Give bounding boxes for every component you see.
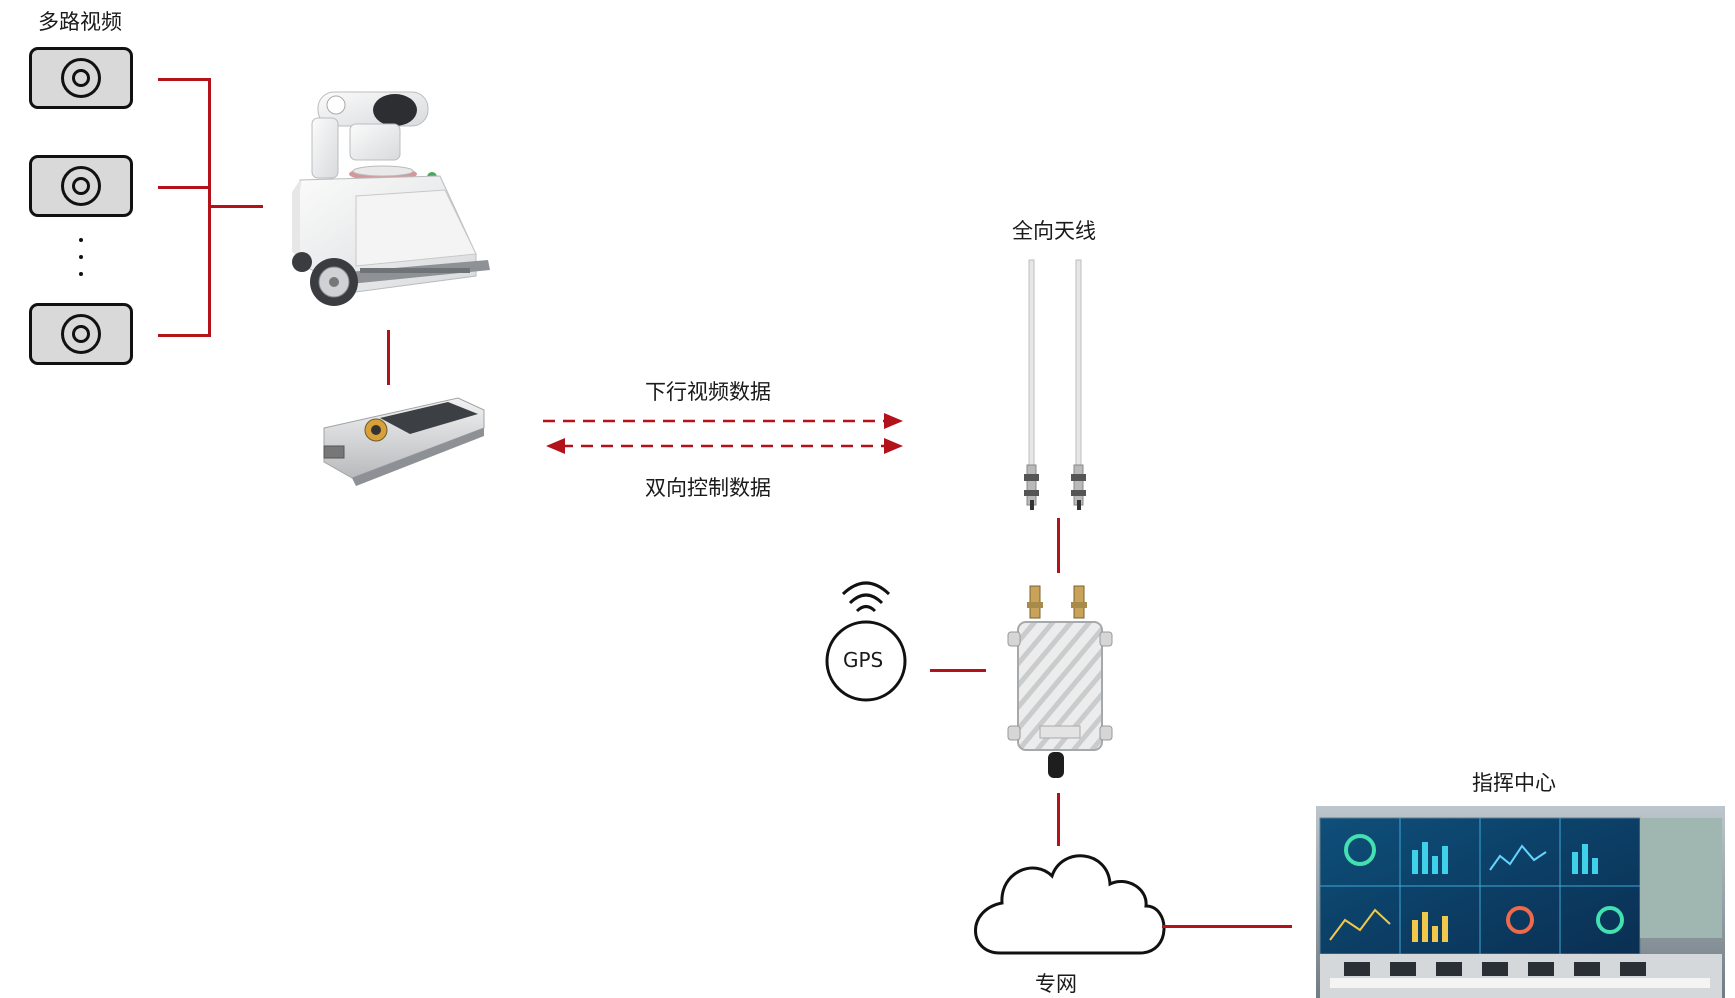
gps-station-line — [930, 669, 986, 672]
omni-antenna-label: 全向天线 — [1012, 219, 1096, 243]
camera-link-line — [158, 78, 211, 81]
camera-link-line — [158, 334, 211, 337]
robot-transmitter-line — [387, 330, 390, 385]
bidirectional-arrowhead-left — [546, 438, 565, 454]
camera-link-line — [158, 186, 211, 189]
gps-label: GPS — [843, 648, 884, 672]
private-network-label: 专网 — [1035, 972, 1077, 996]
network-command-line — [1162, 925, 1292, 928]
antenna-station-line — [1057, 518, 1060, 573]
command-center-label: 指挥中心 — [1472, 771, 1556, 795]
station-network-line — [1057, 793, 1060, 846]
bidirectional-control-label: 双向控制数据 — [645, 476, 771, 500]
multi-video-label: 多路视频 — [38, 10, 122, 34]
camera-icon — [29, 47, 133, 109]
downlink-arrowhead — [884, 413, 903, 429]
camera-icon — [29, 155, 133, 217]
downlink-data-label: 下行视频数据 — [645, 380, 771, 404]
ellipsis-icon — [79, 238, 83, 278]
camera-icon — [29, 303, 133, 365]
bidirectional-arrowhead-right — [884, 438, 903, 454]
robot-link-line — [208, 205, 263, 208]
